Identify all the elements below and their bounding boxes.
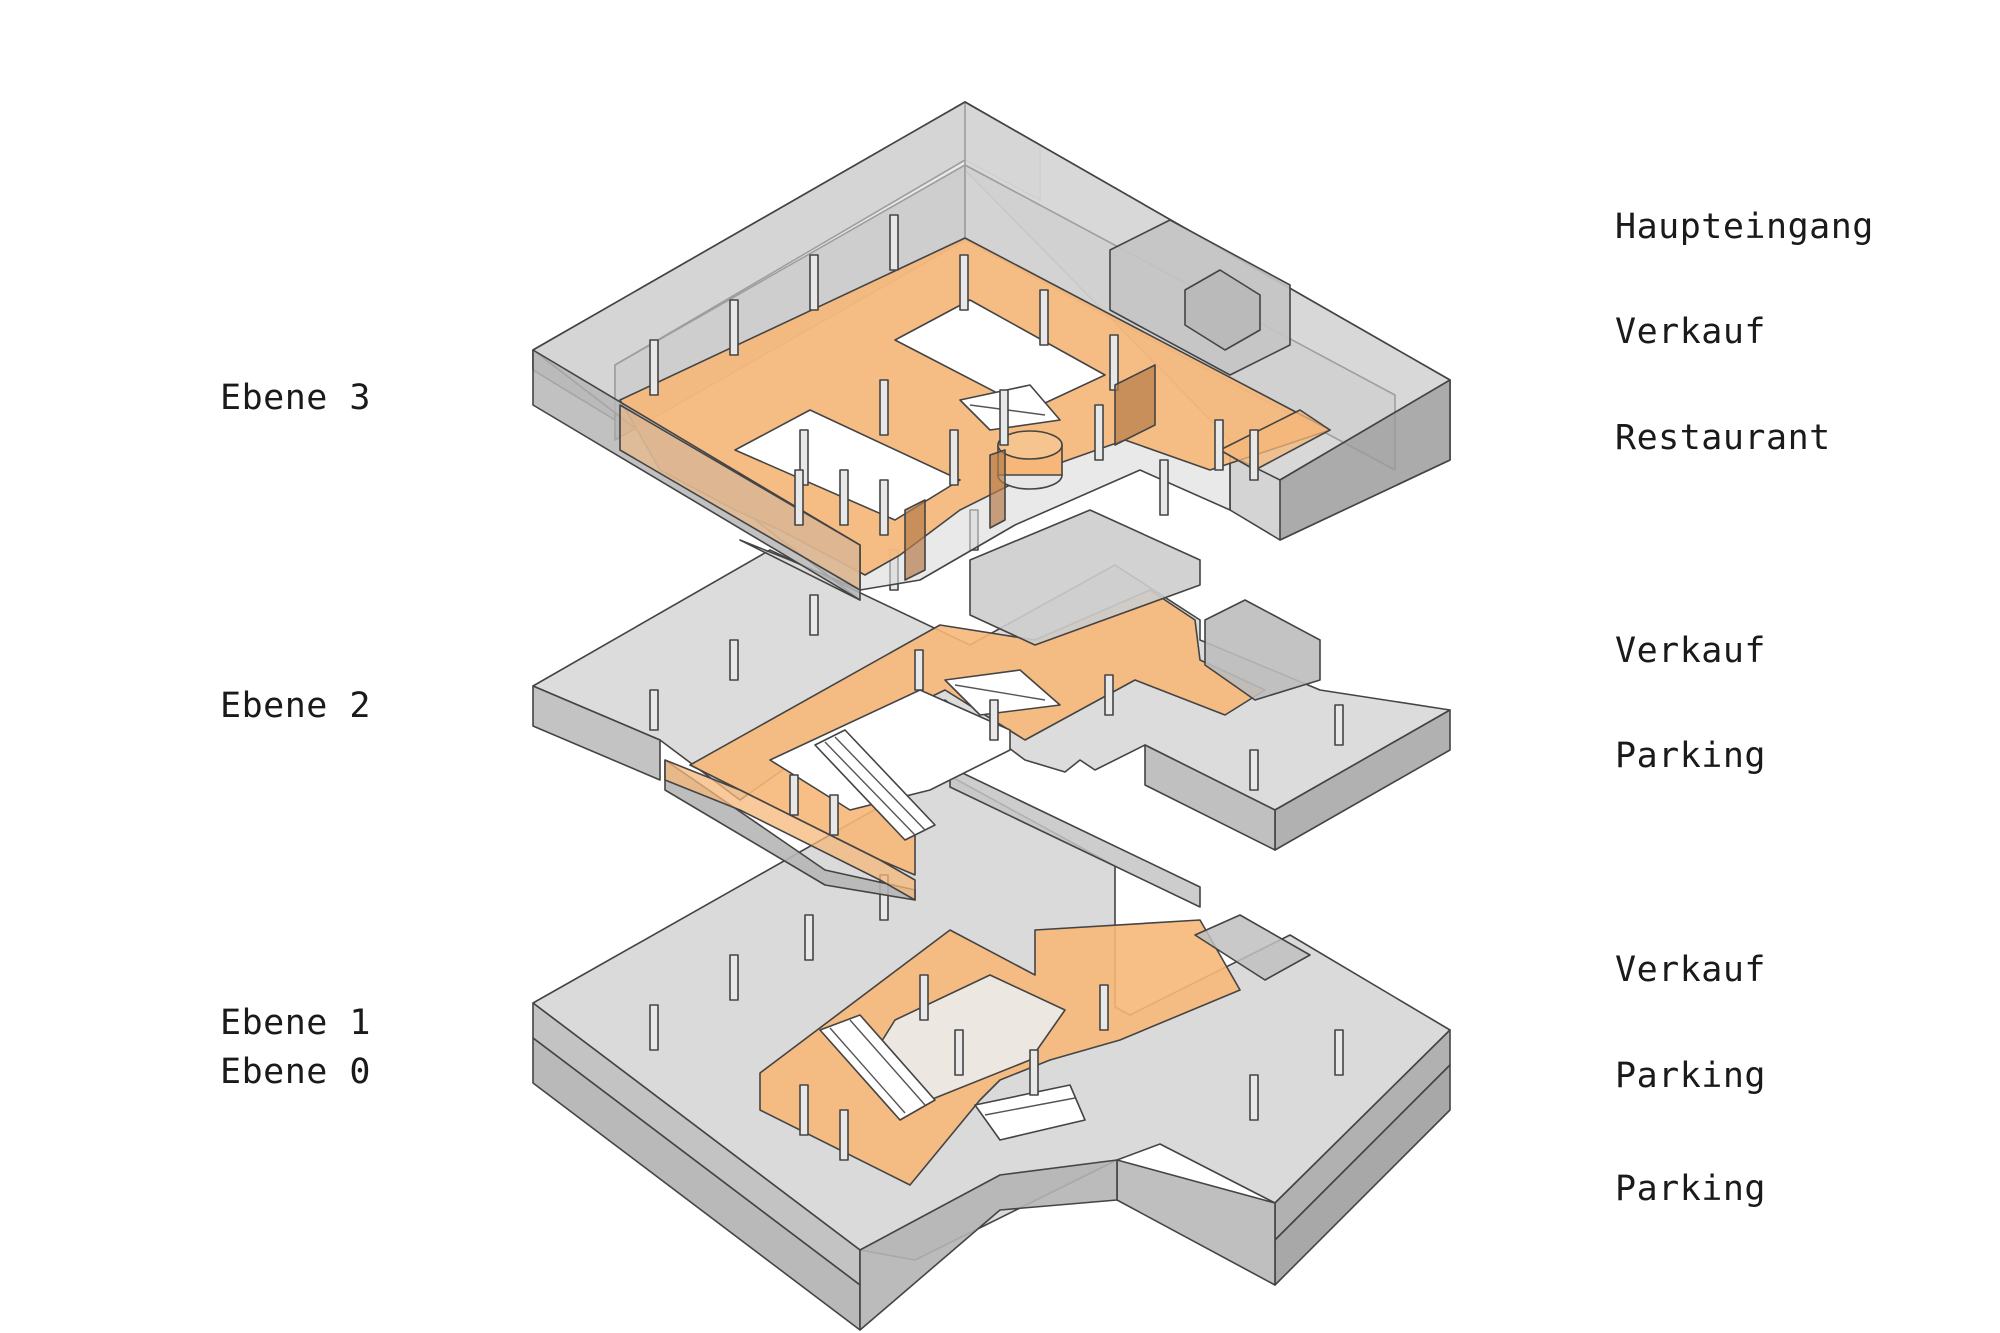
use-label-restaurant: Restaurant xyxy=(1615,418,1831,458)
level-label-3: Ebene 3 xyxy=(220,378,372,418)
level-1-0-block xyxy=(532,766,1451,1331)
level-2-escalator xyxy=(814,729,936,841)
use-label-parking-2: Parking xyxy=(1615,736,1767,776)
level-3-panel xyxy=(1114,364,1156,446)
use-label-haupteingang: Haupteingang xyxy=(1615,207,1874,247)
level-3-entrance-retail xyxy=(1219,409,1331,471)
level-3-columns xyxy=(649,214,1259,536)
level-2-side-left xyxy=(532,685,661,781)
level-3-panel-b xyxy=(989,449,1006,529)
level-2-escalator-b xyxy=(944,669,1061,716)
level-2-core xyxy=(1204,599,1321,701)
level-3-front-wall-right xyxy=(1279,379,1451,541)
level-1-core xyxy=(1194,914,1311,981)
level-3-block xyxy=(532,101,1451,601)
level-label-2: Ebene 2 xyxy=(220,686,372,726)
level-label-0: Ebene 0 xyxy=(220,1052,372,1092)
level-0-side-front-mid xyxy=(859,1159,1118,1331)
level-2-retail-band xyxy=(664,759,916,901)
level-3-front-wall-retail xyxy=(619,404,861,591)
use-label-verkauf-2: Verkauf xyxy=(1615,631,1767,671)
level-3-panel-c xyxy=(904,499,926,581)
use-label-verkauf-3: Verkauf xyxy=(1615,312,1767,352)
level-1-columns xyxy=(649,874,1344,1161)
use-label-parking-1: Parking xyxy=(1615,1056,1767,1096)
level-1-escalator xyxy=(819,1014,936,1121)
level-2-side-front xyxy=(1144,744,1276,851)
use-label-verkauf-1: Verkauf xyxy=(1615,950,1767,990)
level-2-box xyxy=(969,509,1201,646)
level-label-1: Ebene 1 xyxy=(220,1003,372,1043)
use-label-parking-0: Parking xyxy=(1615,1169,1767,1209)
level-2-block xyxy=(532,509,1451,901)
level-3-entrance-box-b xyxy=(1184,269,1261,351)
level-3-void-b xyxy=(894,299,1106,411)
